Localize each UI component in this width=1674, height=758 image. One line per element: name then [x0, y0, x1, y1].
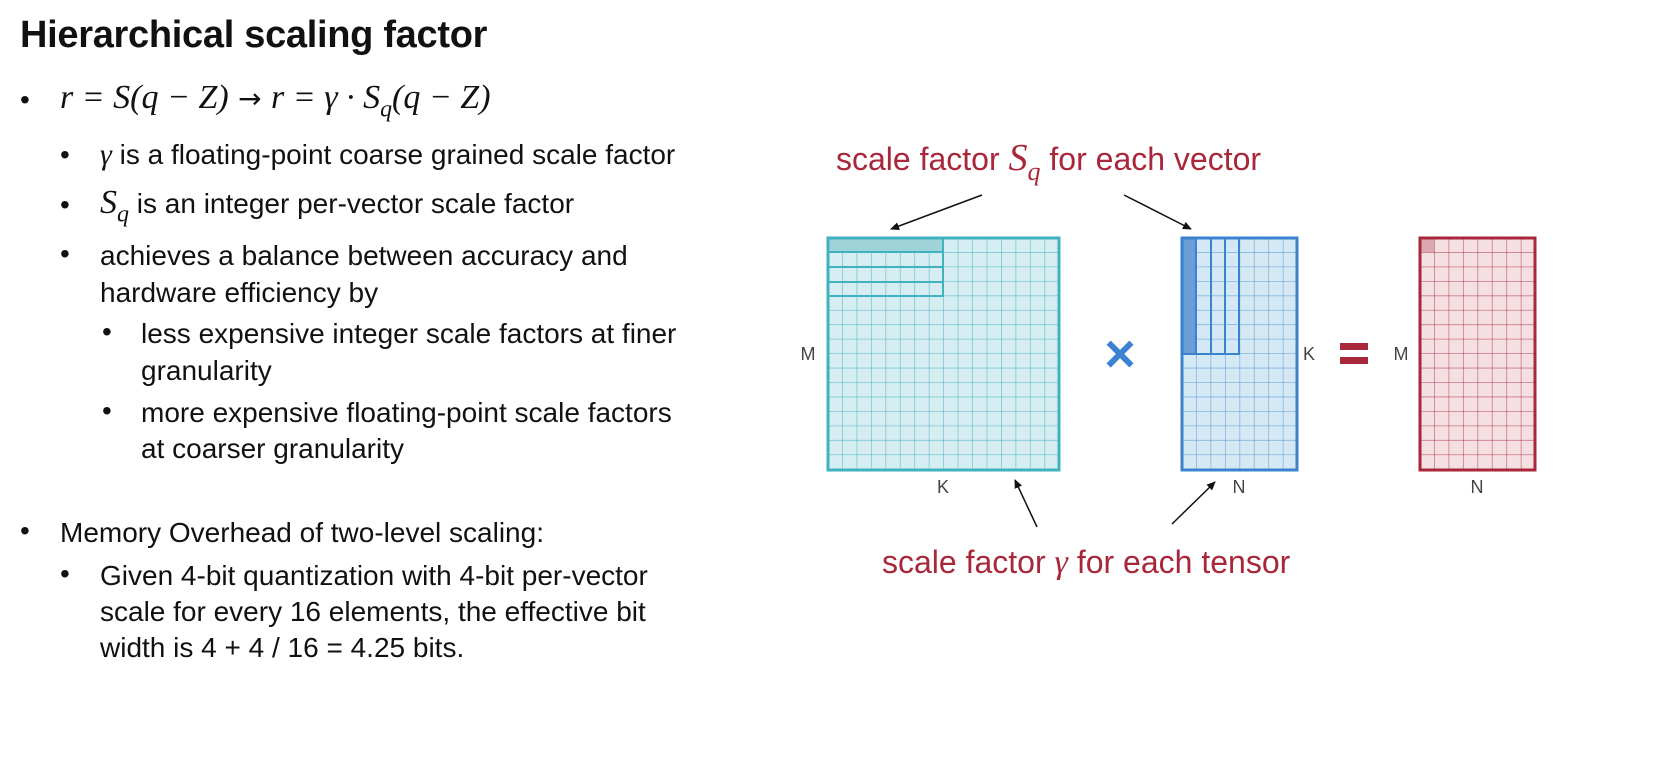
bullet-dot: • [60, 139, 70, 170]
sq-text: is an integer per-vector scale factor [129, 188, 575, 219]
gamma-text: is a floating-point coarse grained scale… [111, 139, 676, 170]
bullet-dot: • [102, 316, 112, 347]
equals-icon [1340, 343, 1368, 364]
matrix-a-col-label: K [937, 477, 949, 497]
gamma-symbol: γ [100, 138, 112, 171]
formula-part-b-subscript: q [380, 96, 393, 123]
bullet-dot: • [60, 189, 70, 220]
sq-symbol: S [100, 184, 117, 221]
vector-scale-label: scale factor Sq for each vector [836, 137, 1261, 186]
matrix-a-row-label: M [801, 344, 816, 364]
memory-line-3: width is 4 + 4 / 16 = 4.25 bits. [100, 632, 465, 663]
multiply-icon: × [1104, 324, 1136, 384]
matrix-c-row-label: M [1394, 344, 1409, 364]
bullet-dot: • [102, 395, 112, 426]
formula-part-b-tail: (q − Z) [392, 79, 491, 116]
memory-line-1: Given 4-bit quantization with 4-bit per-… [100, 560, 648, 591]
formula-arrow: → [238, 82, 262, 115]
matrix-b-row-label: K [1303, 344, 1315, 364]
bullet-dot: • [60, 238, 70, 269]
arrow-to-matrix-b-vector [1123, 194, 1192, 230]
tensor-scale-label: scale factor γ for each tensor [882, 544, 1291, 581]
bullet-dot: • [20, 84, 30, 115]
sub2-line-1: more expensive floating-point scale fact… [141, 397, 672, 428]
memory-line-2: scale for every 16 elements, the effecti… [100, 596, 646, 627]
arrow-to-matrix-a-tensor [1014, 479, 1038, 528]
arrow-to-matrix-a-vector [890, 194, 983, 230]
matrix-b-col-label: N [1233, 477, 1246, 497]
bullet-dot: • [20, 515, 30, 546]
balance-line-1: achieves a balance between accuracy and [100, 240, 628, 271]
formula-line: r = S(q − Z) → r = γ · Sq(q − Z) [60, 78, 491, 123]
matrix-c-col-label: N [1471, 477, 1484, 497]
formula-part-a: r = S(q − Z) [60, 79, 229, 116]
formula-part-b: r = γ · S [271, 79, 381, 116]
sub2-line-2: at coarser granularity [141, 433, 405, 464]
sq-bullet: Sq is an integer per-vector scale factor [100, 184, 574, 228]
memory-heading: Memory Overhead of two-level scaling: [60, 517, 544, 548]
matrix-a [826, 236, 1061, 472]
matrix-b [1180, 236, 1299, 472]
bullet-dot: • [60, 558, 70, 589]
page-title: Hierarchical scaling factor [20, 14, 488, 56]
balance-line-2: hardware efficiency by [100, 277, 379, 308]
gamma-bullet: γ is a floating-point coarse grained sca… [100, 138, 675, 172]
sub1-line-1: less expensive integer scale factors at … [141, 318, 677, 349]
sq-subscript: q [117, 201, 129, 228]
arrow-to-matrix-b-tensor [1171, 481, 1216, 525]
sub1-line-2: granularity [141, 355, 272, 386]
matrix-c [1418, 236, 1537, 472]
